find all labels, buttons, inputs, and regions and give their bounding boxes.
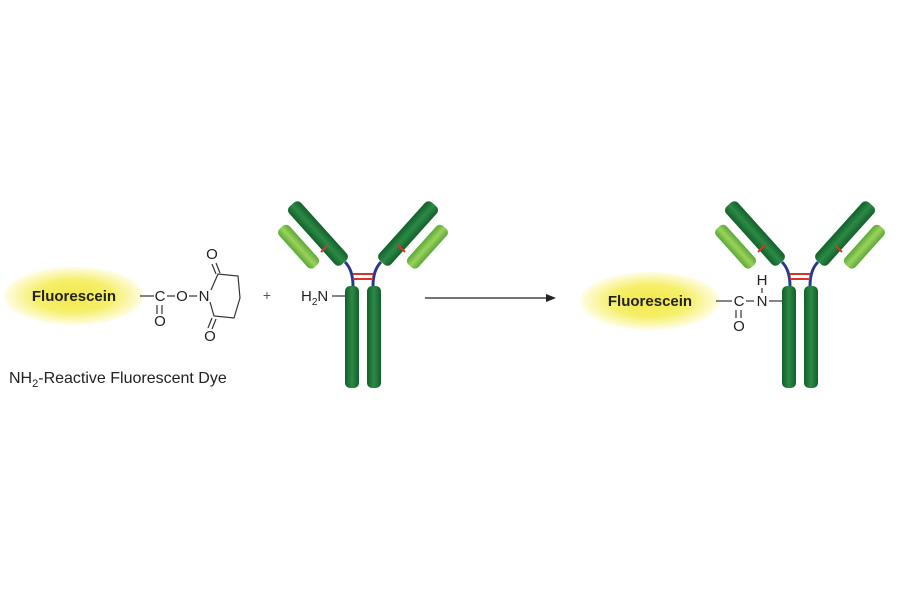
plus-sign: +	[263, 287, 271, 303]
amide-hydrogen: H	[757, 272, 768, 289]
succinimide-top-oxygen: O	[206, 246, 218, 263]
amide-oxygen: O	[733, 318, 745, 335]
succinimide-nitrogen: N	[199, 288, 210, 305]
amine-prefix: H	[301, 288, 312, 305]
product-dye-label: Fluorescein	[608, 293, 692, 310]
antibody-amine-group: H2N	[301, 288, 345, 308]
product-dye-ellipse	[580, 272, 720, 330]
reactant-dye-label: Fluorescein	[32, 288, 116, 305]
succinimide-bottom-oxygen: O	[204, 328, 216, 345]
amide-linkage: C O N H	[716, 272, 782, 335]
dye-caption-subscript: 2	[32, 378, 38, 390]
product-dye: Fluorescein	[580, 272, 720, 330]
reaction-arrow	[425, 294, 556, 302]
amide-nitrogen: N	[757, 293, 768, 310]
reactant-dye: Fluorescein	[4, 267, 144, 325]
amine-label: H2N	[301, 288, 328, 308]
carbonyl-oxygen: O	[154, 313, 166, 330]
amide-carbon: C	[734, 293, 745, 310]
reactant-dye-ellipse	[4, 267, 144, 325]
dye-caption-suffix: -Reactive Fluorescent Dye	[38, 370, 227, 387]
carbonyl-carbon: C	[155, 288, 166, 305]
dye-caption-prefix: NH	[9, 370, 32, 387]
amine-suffix: N	[317, 288, 328, 305]
nhs-ester-group: C O O N O O	[140, 246, 241, 345]
dye-caption: NH2-Reactive Fluorescent Dye	[9, 370, 227, 390]
ester-oxygen: O	[176, 288, 188, 305]
amine-subscript: 2	[312, 297, 318, 308]
